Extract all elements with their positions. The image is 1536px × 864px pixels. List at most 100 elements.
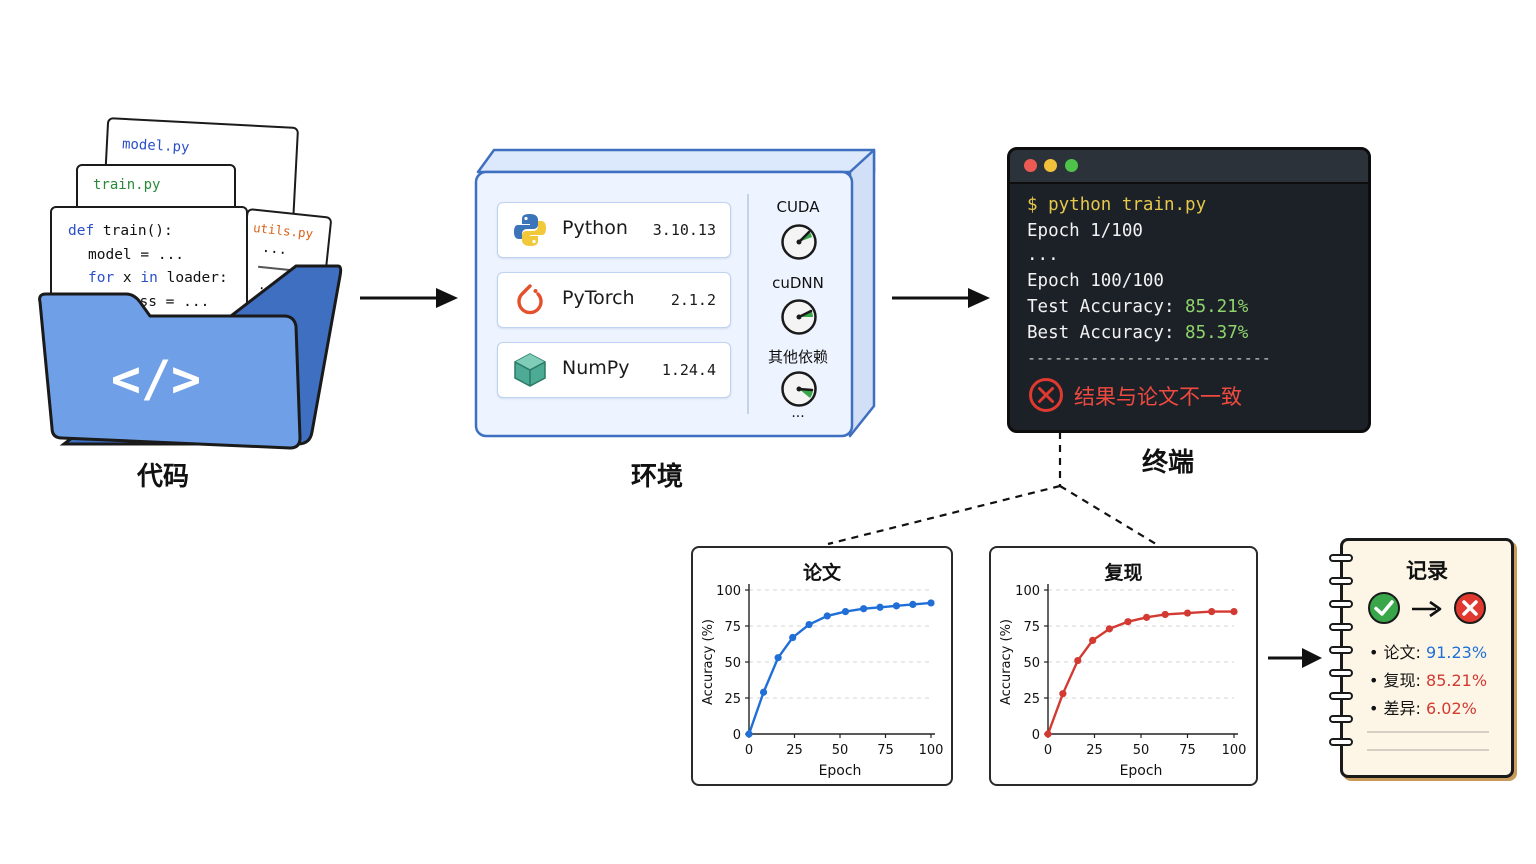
y-tick-label: 75	[1023, 620, 1040, 635]
package-numpy[interactable]: NumPy 1.24.4	[497, 342, 731, 398]
record-item-repro: • 复现: 85.21%	[1369, 671, 1488, 690]
close-dot-icon[interactable]	[1024, 159, 1037, 172]
y-tick-label: 50	[1023, 656, 1040, 671]
spiral-ring	[1329, 646, 1353, 654]
notebook-spiral-icon	[1329, 554, 1353, 746]
gauge-other-icon[interactable]	[780, 370, 818, 408]
spiral-ring	[1329, 600, 1353, 608]
note-rule	[1367, 731, 1489, 733]
package-list: Python 3.10.13 PyTorch 2.1.2 NumPy 1.24.…	[475, 170, 755, 430]
data-point	[1208, 608, 1216, 616]
minimize-dot-icon[interactable]	[1044, 159, 1057, 172]
record-value-repro: 85.21%	[1426, 671, 1488, 690]
check-circle-icon	[1368, 592, 1400, 624]
record-item-paper: • 论文: 91.23%	[1369, 643, 1488, 662]
data-point	[789, 633, 797, 642]
x-axis-label: Epoch	[819, 763, 862, 779]
gauge-label-cuda: CUDA	[776, 198, 820, 216]
y-tick-label: 50	[724, 656, 741, 671]
terminal-command: $ python train.py	[1027, 195, 1207, 215]
numpy-cube-icon	[514, 353, 546, 387]
data-point	[823, 612, 831, 620]
y-tick-label: 100	[1015, 584, 1040, 599]
record-item-diff: • 差异: 6.02%	[1369, 699, 1477, 718]
x-tick-label: 25	[1086, 743, 1103, 758]
maximize-dot-icon[interactable]	[1065, 159, 1078, 172]
spiral-ring	[1329, 669, 1353, 677]
data-point	[1059, 690, 1067, 698]
data-point	[745, 730, 753, 738]
dashed-branch-lines	[827, 432, 1157, 546]
package-name: Python	[562, 217, 628, 239]
chart-title: 论文	[803, 561, 842, 584]
y-tick-label: 0	[733, 728, 741, 743]
code-line-3: for x in loader:	[88, 270, 228, 286]
x-tick-label: 100	[1222, 743, 1247, 758]
package-pytorch[interactable]: PyTorch 2.1.2	[497, 272, 731, 328]
arrow-to-record	[1268, 648, 1322, 668]
package-python[interactable]: Python 3.10.13	[497, 202, 731, 258]
y-axis-label: Accuracy (%)	[701, 619, 716, 705]
gauge-cuda-icon[interactable]	[780, 223, 818, 261]
terminal-caption: 终端	[1142, 448, 1195, 478]
pytorch-logo-icon	[517, 284, 543, 315]
x-tick-label: 50	[832, 743, 849, 758]
x-tick-label: 50	[1133, 743, 1150, 758]
data-point	[909, 600, 917, 608]
fail-x-circle-icon	[1454, 592, 1486, 624]
package-name: PyTorch	[562, 287, 635, 309]
code-folder-icon[interactable]	[34, 256, 344, 454]
chart-title: 复现	[1103, 561, 1142, 584]
x-tick-label: 25	[786, 743, 803, 758]
data-point	[1044, 730, 1052, 738]
spiral-ring	[1329, 738, 1353, 746]
arrow-env-to-terminal	[892, 288, 990, 308]
series-line	[747, 601, 932, 735]
data-point	[892, 602, 901, 610]
terminal-line: Epoch 1/100	[1027, 221, 1143, 241]
x-tick-label: 0	[745, 743, 753, 758]
file-name-train: train.py	[93, 177, 161, 193]
data-point	[860, 605, 868, 613]
package-name: NumPy	[562, 357, 630, 379]
data-point	[1124, 618, 1132, 626]
data-point	[1230, 608, 1238, 616]
data-point	[1142, 613, 1151, 621]
spiral-ring	[1329, 692, 1353, 700]
terminal-line: ...	[1027, 245, 1059, 265]
data-point	[759, 688, 768, 696]
y-tick-label: 25	[1023, 692, 1040, 707]
x-tick-label: 75	[877, 743, 894, 758]
package-version: 3.10.13	[652, 221, 716, 239]
gauge-label-cudnn: cuDNN	[772, 274, 824, 292]
note-rule	[1367, 749, 1489, 751]
y-tick-label: 25	[724, 692, 741, 707]
x-tick-label: 100	[919, 743, 944, 758]
package-version: 2.1.2	[670, 291, 716, 309]
data-point	[1074, 656, 1082, 665]
y-tick-label: 100	[716, 584, 741, 599]
terminal-line: Epoch 100/100	[1027, 271, 1164, 291]
terminal-error-text: 结果与论文不一致	[1074, 385, 1242, 409]
arrow-right-icon	[1412, 600, 1442, 618]
spiral-ring	[1329, 623, 1353, 631]
series-line	[1046, 610, 1234, 735]
gauge-cudnn-icon[interactable]	[780, 298, 818, 336]
terminal-divider: ---------------------------	[1027, 349, 1271, 367]
terminal-window[interactable]: $ python train.py Epoch 1/100 ... Epoch …	[1007, 147, 1371, 433]
error-x-icon	[1029, 378, 1063, 412]
record-value-diff: 6.02%	[1426, 699, 1477, 718]
record-notebook[interactable]: 记录 • 论文: 91.23% • 复现: 85.21% • 差异: 6.02%	[1340, 538, 1514, 778]
x-tick-label: 75	[1179, 743, 1196, 758]
data-point	[841, 608, 850, 616]
record-title: 记录	[1406, 559, 1448, 583]
environment-caption: 环境	[631, 462, 684, 492]
python-logo-icon	[514, 214, 546, 246]
data-point	[1089, 636, 1097, 644]
x-tick-label: 0	[1044, 743, 1052, 758]
code-caption: 代码	[137, 462, 190, 492]
code-brackets-icon: </>	[110, 350, 202, 408]
